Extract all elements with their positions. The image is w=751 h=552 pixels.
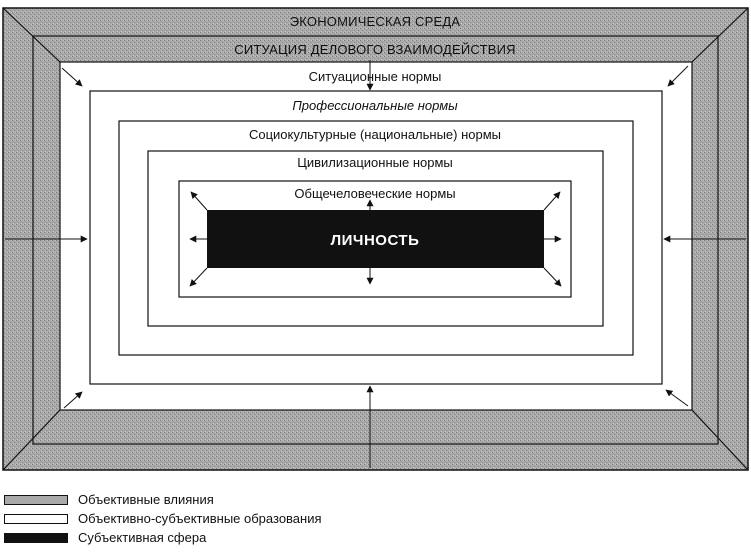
arrow-core-bottom-left <box>189 267 208 287</box>
personality-label: ЛИЧНОСТЬ <box>331 232 420 249</box>
professional-norms-label: Профессиональные нормы <box>292 98 458 113</box>
legend-swatch-subjective <box>4 532 68 543</box>
arrow-core-top-left <box>190 191 208 211</box>
sociocultural-norms-label: Социокультурные (национальные) нормы <box>249 127 501 142</box>
norms-diagram: ЭКОНОМИЧЕСКАЯ СРЕДА СИТУАЦИЯ ДЕЛОВОГО ВЗ… <box>2 7 749 471</box>
arrow-bottom-left-in <box>63 391 83 409</box>
legend-item-subjective: Субъективная сфера <box>4 528 524 547</box>
legend: Объективные влияния Объективно-субъектив… <box>4 490 524 547</box>
legend-label: Объективные влияния <box>78 492 214 507</box>
arrow-bottom-right-in <box>665 389 689 407</box>
outward-influence-arrows <box>189 191 562 287</box>
legend-label: Субъективная сфера <box>78 530 207 545</box>
legend-item-objective: Объективные влияния <box>4 490 524 509</box>
civilizational-norms-label: Цивилизационные нормы <box>297 155 453 170</box>
legend-swatch-mixed <box>4 513 68 524</box>
personality-core <box>207 210 544 268</box>
arrow-core-top-right <box>543 191 561 211</box>
frame-diagonals <box>2 7 749 471</box>
arrow-top-right-in <box>667 65 689 87</box>
legend-label: Объективно-субъективные образования <box>78 511 322 526</box>
universal-norms-label: Общечеловеческие нормы <box>294 186 455 201</box>
situational-norms-label: Ситуационные нормы <box>309 69 442 84</box>
legend-item-mixed: Объективно-субъективные образования <box>4 509 524 528</box>
arrow-core-bottom-right <box>543 267 562 287</box>
economic-environment-label: ЭКОНОМИЧЕСКАЯ СРЕДА <box>290 14 461 29</box>
arrow-top-left-in <box>61 67 83 87</box>
inward-influence-arrows <box>5 60 746 468</box>
legend-swatch-objective <box>4 494 68 505</box>
business-situation-label: СИТУАЦИЯ ДЕЛОВОГО ВЗАИМОДЕЙСТВИЯ <box>234 42 515 57</box>
